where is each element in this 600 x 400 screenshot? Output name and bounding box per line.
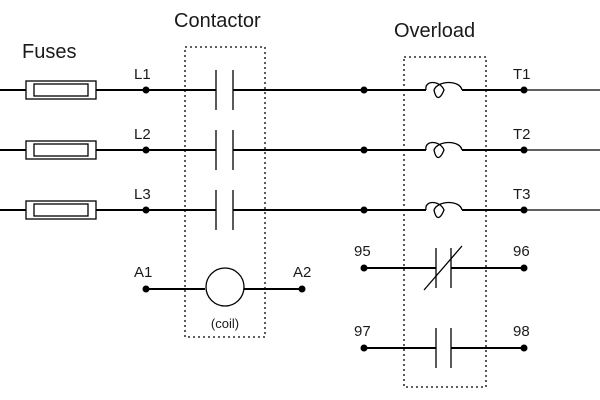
phase-3-line	[0, 190, 600, 230]
phase-2-line	[0, 130, 600, 170]
overload-heater-3	[425, 201, 463, 219]
terminal-95-dot	[360, 264, 368, 272]
contactor-contact-2	[215, 130, 234, 170]
terminal-l3-dot	[142, 206, 150, 214]
fuses-heading: Fuses	[22, 41, 76, 63]
label-98: 98	[513, 323, 530, 340]
coil-label: (coil)	[211, 316, 239, 331]
label-a1: A1	[134, 264, 152, 281]
aux-contact-nc	[360, 245, 528, 291]
label-t2: T2	[513, 126, 531, 143]
fuse-3	[25, 200, 97, 220]
label-l1: L1	[134, 66, 151, 83]
overload-heading: Overload	[394, 20, 475, 42]
terminal-98-dot	[520, 344, 528, 352]
phase-2-junction-dot	[360, 146, 368, 154]
phase-3-junction-dot	[360, 206, 368, 214]
contactor-contact-3	[215, 190, 234, 230]
label-t3: T3	[513, 186, 531, 203]
coil-symbol	[205, 267, 245, 307]
terminal-a1-dot	[142, 285, 150, 293]
phase-1-junction-dot	[360, 86, 368, 94]
fuse-1	[25, 80, 97, 100]
nc-slash	[423, 245, 463, 291]
contactor-contact-1	[215, 70, 234, 110]
terminal-l2-dot	[142, 146, 150, 154]
label-l2: L2	[134, 126, 151, 143]
fuse-2	[25, 140, 97, 160]
label-97: 97	[354, 323, 371, 340]
contactor-coil-circuit	[142, 267, 306, 307]
label-a2: A2	[293, 264, 311, 281]
label-l3: L3	[134, 186, 151, 203]
label-96: 96	[513, 243, 530, 260]
overload-enclosure	[403, 56, 487, 388]
label-t1: T1	[513, 66, 531, 83]
contactor-heading: Contactor	[174, 10, 261, 32]
label-95: 95	[354, 243, 371, 260]
contactor-enclosure	[184, 46, 266, 338]
terminal-l1-dot	[142, 86, 150, 94]
overload-heater-1	[425, 81, 463, 99]
terminal-96-dot	[520, 264, 528, 272]
overload-heater-2	[425, 141, 463, 159]
terminal-97-dot	[360, 344, 368, 352]
terminal-a2-dot	[298, 285, 306, 293]
phase-1-line	[0, 70, 600, 110]
aux-contact-no	[360, 328, 528, 368]
